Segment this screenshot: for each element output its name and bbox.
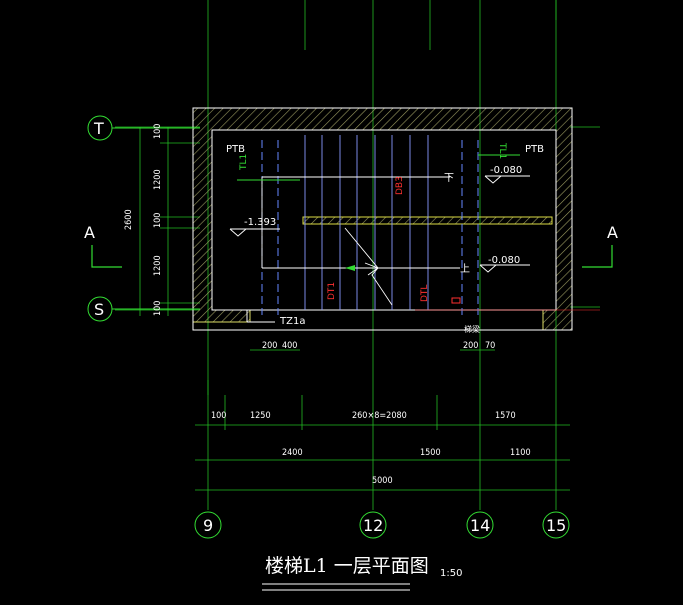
dim-left-5: 100 — [153, 301, 163, 316]
grid-lines — [115, 0, 600, 510]
label-ptb-right: PTB — [525, 144, 544, 155]
label-level-right-top: -0.080 — [490, 165, 522, 176]
dim-left-2: 1200 — [153, 169, 163, 190]
dim-top-3: 260×8=2080 — [352, 411, 407, 421]
label-db-right: DTL — [420, 285, 430, 302]
label-tz: TZ1a — [279, 316, 305, 327]
dim-top-2: 1250 — [250, 411, 271, 421]
dim-left-total: 2600 — [124, 209, 134, 230]
section-marks — [91, 245, 613, 268]
dim-small-l1: 200 — [262, 341, 277, 351]
tl-marks — [237, 154, 520, 181]
dim-small-l2: 400 — [282, 341, 297, 351]
drawing-scale: 1:50 — [440, 568, 462, 579]
dashed-beams — [261, 140, 479, 315]
level-marks — [229, 175, 530, 273]
axis-15: 15 — [546, 516, 566, 535]
label-up: 上 — [460, 263, 470, 275]
axis-9: 9 — [203, 516, 213, 535]
label-level-left: -1.393 — [244, 217, 276, 228]
dim-mid-2: 1500 — [420, 448, 441, 458]
walk-lines — [261, 176, 460, 306]
axis-S: S — [94, 300, 104, 319]
label-db-mid: DB3 — [395, 176, 405, 195]
drawing-title: 楼梯L1 一层平面图 — [265, 555, 429, 577]
label-tl-right: TL1 — [497, 142, 507, 159]
dim-top-4: 1570 — [495, 411, 516, 421]
dim-left-1: 100 — [153, 124, 163, 139]
dim-mid-3: 1100 — [510, 448, 531, 458]
label-db-left: DT1 — [327, 282, 337, 300]
axis-14: 14 — [470, 516, 490, 535]
dim-small-r2: 70 — [485, 341, 495, 351]
axis-T: T — [93, 119, 104, 138]
stair-treads — [304, 135, 429, 310]
dim-top-1: 100 — [211, 411, 226, 421]
label-down: 下 — [444, 173, 454, 184]
label-wall-note: 梯梁 — [464, 324, 480, 334]
label-tl-left: TL1 — [239, 154, 249, 171]
section-A-right: A — [607, 223, 618, 242]
label-level-right-bottom: -0.080 — [488, 255, 520, 266]
dim-left-3: 100 — [153, 213, 163, 228]
dim-small-r1: 200 — [463, 341, 478, 351]
dim-left-4: 1200 — [153, 255, 163, 276]
axis-bubbles — [87, 115, 570, 539]
section-A-left: A — [84, 223, 95, 242]
dim-total: 5000 — [372, 476, 393, 486]
axis-12: 12 — [363, 516, 383, 535]
label-ptb-left: PTB — [226, 144, 245, 155]
dim-mid-1: 2400 — [282, 448, 303, 458]
landing-beam — [302, 216, 553, 225]
